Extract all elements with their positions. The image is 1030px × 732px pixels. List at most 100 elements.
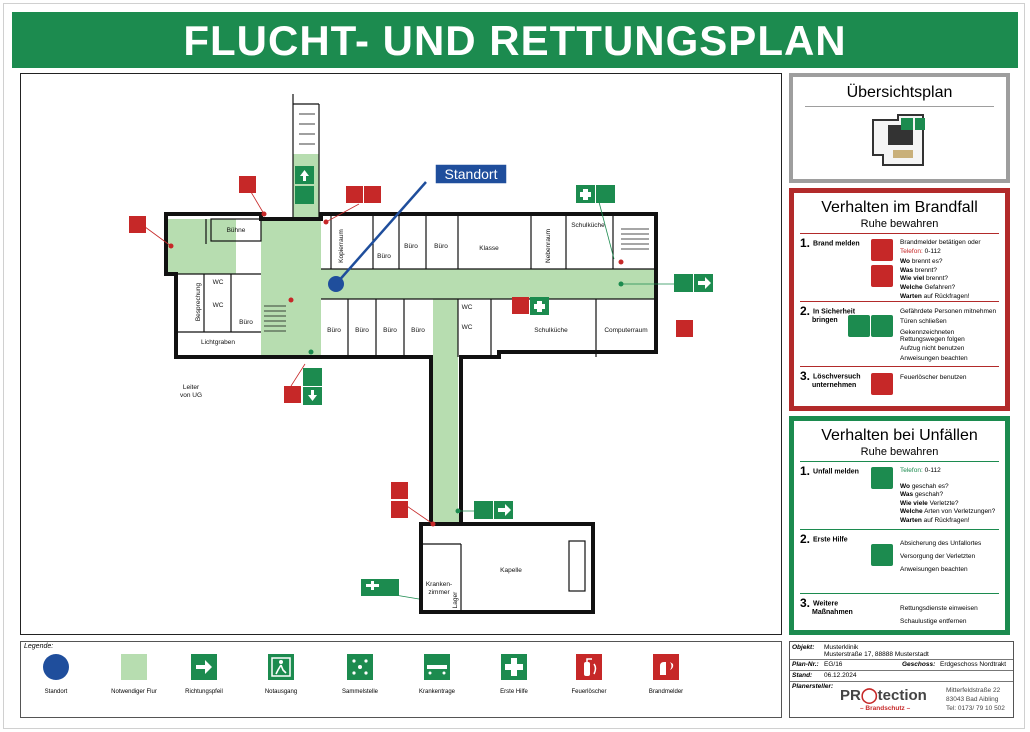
fire-alarm-icon	[653, 654, 679, 680]
step-label: bringen	[812, 317, 838, 325]
room-label: Kranken-	[426, 581, 452, 588]
legend-label: Erste Hilfe	[500, 689, 528, 695]
instruction-text: Gefahren?	[924, 283, 956, 291]
geschoss-value: Erdgeschoss Nordtrakt	[940, 661, 1007, 668]
step-number: 2.	[800, 304, 811, 318]
room-label: Büro	[377, 253, 391, 260]
room-label: Büro	[327, 327, 341, 334]
floor-plan-drawing: Bühne Besprechung WC WC Büro Lichtgraben…	[129, 94, 713, 614]
legend-title: Legende:	[24, 643, 54, 650]
instruction-text: Absicherung des Unfallortes	[900, 540, 982, 547]
room-label: WC	[462, 304, 473, 311]
legend-label: Standort	[44, 689, 68, 695]
fire-instructions: Verhalten im Brandfall Ruhe bewahren 1.B…	[789, 188, 1010, 411]
step-label: Weitere	[813, 600, 839, 608]
instruction-text: Gefährdete Personen mitnehmen	[900, 308, 997, 315]
step-number: 2.	[800, 532, 811, 546]
accident-subtitle: Ruhe bewahren	[860, 446, 939, 458]
instruction-text: 0-112	[924, 247, 941, 255]
room-label: WC	[213, 279, 224, 286]
fire-extinguisher-icon	[576, 654, 602, 680]
assembly-point-icon	[347, 654, 373, 680]
room-label: Büro	[434, 243, 448, 250]
fire-alarm-icon	[239, 176, 256, 193]
room-label: Computerraum	[604, 327, 647, 334]
exit-dots	[308, 281, 624, 514]
objekt-address: Musterstraße 17, 88888 Musterstadt	[824, 651, 929, 658]
first-aid-icon	[871, 544, 893, 566]
instruction-text: Rettungsdienste einweisen	[900, 605, 978, 612]
floor-plan: Bühne Besprechung WC WC Büro Lichtgraben…	[20, 73, 782, 635]
room-label: Schulküche	[571, 222, 605, 229]
room-label: Kapelle	[500, 567, 522, 574]
step-label: Löschversuch	[813, 373, 861, 381]
step-label: Erste Hilfe	[813, 536, 848, 544]
logo-text: tection	[877, 687, 927, 704]
instruction-text: auf Rückfragen!	[923, 292, 970, 300]
instruction-text: Schaulustige entfernen	[900, 618, 967, 625]
instruction-text: Arten von Verletzungen?	[924, 508, 996, 516]
ersteller-key: Planersteller:	[792, 683, 834, 690]
fire-alarm-icon	[391, 501, 408, 518]
instruction-text: Wie viele	[900, 499, 928, 507]
stretcher-icon	[361, 579, 399, 596]
legend-label: Richtungspfeil	[185, 689, 223, 695]
standort-pointer	[335, 181, 427, 285]
fire-alarm-icon	[871, 239, 893, 261]
step-number: 1.	[800, 236, 811, 250]
instruction-text: Gekennzeichneten	[900, 329, 955, 336]
legend-label: Notwendiger Flur	[111, 689, 157, 695]
instruction-text: Warten	[900, 292, 922, 300]
page-title: FLUCHT- UND RETTUNGSPLAN	[12, 12, 1018, 68]
overview-plan: Übersichtsplan	[789, 73, 1010, 183]
standort-marker	[328, 276, 344, 292]
accident-title: Verhalten bei Unfällen	[821, 427, 978, 444]
overview-map	[872, 114, 925, 166]
room-label: Nebenraum	[545, 229, 552, 263]
plan-key: Plan-Nr.:	[792, 661, 819, 668]
instruction-text: Welche	[900, 283, 923, 291]
legend-label: Notausgang	[264, 689, 298, 695]
instruction-text: Verletzte?	[929, 499, 959, 507]
instruction-text: Welche	[900, 508, 923, 516]
instruction-text: geschah es?	[911, 482, 949, 490]
step-label: In Sicherheit	[813, 308, 856, 316]
instruction-text: Warten	[900, 516, 922, 524]
instruction-text: Telefon:	[900, 247, 923, 255]
step-number: 1.	[800, 464, 811, 478]
interior-walls	[176, 94, 656, 612]
company-city: 83043 Bad Aibling	[946, 696, 999, 703]
logo-subtitle: – Brandschutz –	[860, 705, 911, 712]
company-logo: PR◯tection	[840, 687, 927, 704]
legend-label: Sammelstelle	[341, 689, 378, 695]
step-number: 3.	[800, 596, 811, 610]
instruction-text: geschah?	[914, 491, 944, 499]
step-label: Brand melden	[813, 240, 860, 248]
instruction-text: Rettungswegen folgen	[900, 336, 965, 343]
overview-title: Übersichtsplan	[846, 84, 953, 101]
step-number: 3.	[800, 369, 811, 383]
step-label: Unfall melden	[813, 468, 859, 476]
emergency-exit-icon	[474, 501, 493, 519]
fire-extinguisher-icon	[871, 373, 893, 395]
step-label: unternehmen	[812, 382, 857, 390]
room-label: Büro	[239, 319, 253, 326]
legend-label: Feuerlöscher	[571, 689, 607, 695]
legend-label: Krankentrage	[418, 689, 456, 695]
instruction-text: Was	[900, 491, 914, 499]
arrow-right-icon	[871, 315, 893, 337]
fire-alarm-icon	[129, 216, 146, 233]
room-label: zimmer	[428, 589, 450, 596]
fire-extinguisher-icon	[391, 482, 408, 499]
instruction-text: Anweisungen beachten	[900, 566, 968, 573]
instruction-text: Aufzug nicht benutzen	[900, 345, 965, 352]
accident-instructions: Verhalten bei Unfällen Ruhe bewahren 1.U…	[789, 416, 1010, 635]
room-label: von UG	[180, 392, 202, 399]
instruction-text: Was	[900, 266, 914, 274]
first-aid-icon	[501, 654, 527, 680]
emergency-exit-icon	[295, 186, 314, 204]
plan-info: Objekt: Musterklinik Musterstraße 17, 88…	[789, 641, 1014, 718]
legend-label: Brandmelder	[648, 689, 684, 695]
geschoss-key: Geschoss:	[902, 661, 936, 668]
fire-extinguisher-icon	[364, 186, 381, 203]
